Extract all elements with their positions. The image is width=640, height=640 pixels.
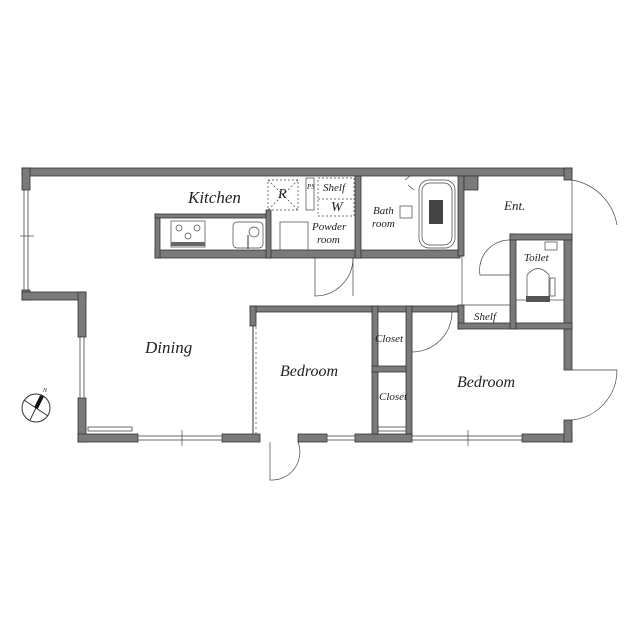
kitchen-stove bbox=[170, 220, 206, 248]
partitions bbox=[252, 177, 565, 434]
label-bedroom-right: Bedroom bbox=[457, 374, 516, 391]
label-washer: W bbox=[331, 200, 343, 215]
label-dining: Dining bbox=[145, 338, 193, 357]
label-kitchen: Kitchen bbox=[188, 188, 241, 207]
label-shelf-upper: Shelf bbox=[323, 182, 345, 194]
compass-label: N bbox=[43, 388, 48, 394]
compass-icon bbox=[21, 393, 51, 423]
windows bbox=[20, 189, 523, 446]
toilet-fixture bbox=[526, 268, 556, 302]
outer-walls bbox=[21, 167, 573, 443]
label-closet-lower: Closet bbox=[379, 391, 408, 403]
label-bedroom-left: Bedroom bbox=[280, 363, 339, 380]
label-pipe-space: PS bbox=[307, 183, 315, 191]
label-refrigerator: R bbox=[278, 187, 287, 202]
label-closet-upper: Closet bbox=[375, 333, 404, 345]
label-powder-room-1: Powder bbox=[312, 221, 347, 233]
interior-walls bbox=[154, 175, 573, 435]
label-powder-room-2: room bbox=[317, 234, 340, 246]
label-toilet: Toilet bbox=[524, 252, 549, 264]
label-bath-room-1: Bath bbox=[373, 205, 394, 217]
label-bath-room-2: room bbox=[372, 218, 395, 230]
doors bbox=[269, 179, 618, 481]
kitchen-sink bbox=[232, 221, 264, 249]
bathtub bbox=[399, 175, 456, 249]
label-shelf-lower: Shelf bbox=[474, 311, 496, 323]
label-entrance: Ent. bbox=[504, 198, 526, 213]
